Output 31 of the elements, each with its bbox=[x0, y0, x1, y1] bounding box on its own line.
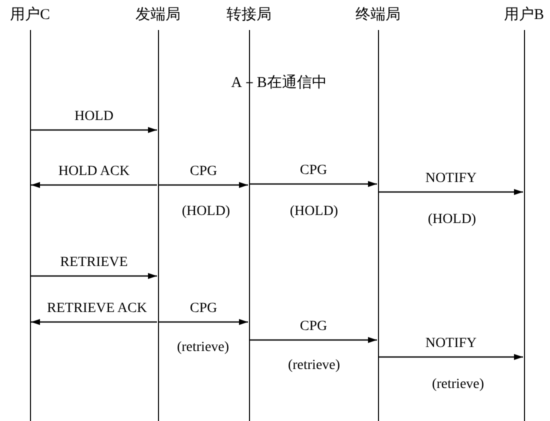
message-arrow bbox=[250, 337, 377, 343]
parameter-label: (retrieve) bbox=[176, 340, 230, 356]
message-arrow bbox=[159, 182, 248, 188]
message-arrow bbox=[379, 354, 523, 360]
message-arrow bbox=[31, 127, 157, 133]
message-label: CPG bbox=[190, 164, 218, 180]
message-arrow bbox=[31, 319, 157, 325]
message-arrow bbox=[31, 273, 157, 279]
participant-label: 用户C bbox=[10, 6, 50, 24]
message-label: RETRIEVE bbox=[60, 255, 128, 271]
message-label: HOLD ACK bbox=[58, 164, 130, 180]
participant-label: 发端局 bbox=[136, 6, 180, 24]
message-arrow bbox=[250, 181, 377, 187]
message-label: NOTIFY bbox=[425, 336, 477, 352]
parameter-label: (HOLD) bbox=[182, 204, 230, 220]
participant-label: 终端局 bbox=[356, 6, 400, 24]
message-arrow bbox=[31, 182, 157, 188]
parameter-label: (retrieve) bbox=[288, 358, 340, 374]
parameter-label: (HOLD) bbox=[428, 212, 476, 228]
message-arrow bbox=[159, 319, 248, 325]
message-label: CPG bbox=[300, 319, 328, 335]
message-label: NOTIFY bbox=[425, 171, 477, 187]
parameter-label: (retrieve) bbox=[432, 377, 484, 393]
message-label: HOLD bbox=[74, 109, 114, 125]
message-arrow bbox=[379, 189, 523, 195]
participant-label: 用户B bbox=[504, 6, 544, 24]
message-label: CPG bbox=[300, 163, 328, 179]
parameter-label: (HOLD) bbox=[290, 204, 338, 220]
message-label: CPG bbox=[190, 301, 218, 317]
participant-label: 转接局 bbox=[226, 6, 272, 24]
message-label: RETRIEVE ACK bbox=[47, 301, 147, 317]
